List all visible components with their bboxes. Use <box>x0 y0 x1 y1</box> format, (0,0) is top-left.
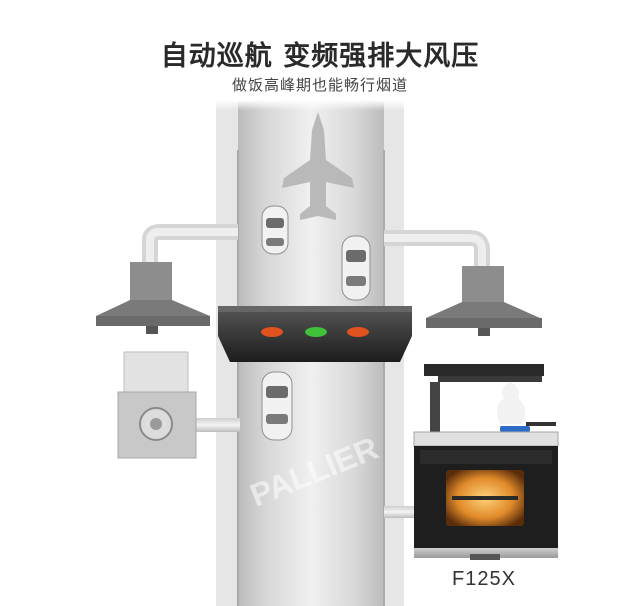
product-model: F125X <box>452 568 516 590</box>
left-duct <box>142 224 238 262</box>
right-range-hood <box>426 266 542 336</box>
headline: 自动巡航 变频强排大风压 <box>160 41 480 72</box>
car-bottom <box>261 371 293 441</box>
jet-airplane <box>282 112 354 220</box>
integrated-stove <box>413 364 559 560</box>
indicator-light-left <box>261 327 283 337</box>
right-duct <box>384 230 490 268</box>
indicator-light-middle <box>305 327 327 337</box>
indicator-light-right <box>347 327 369 337</box>
car-top-right <box>341 235 371 301</box>
lower-duct <box>196 418 414 518</box>
steam <box>496 382 526 424</box>
central-range-hood <box>218 306 412 362</box>
left-range-hood <box>96 262 210 334</box>
subheadline: 做饭高峰期也能畅行烟道 <box>231 76 408 94</box>
car-top-left <box>261 205 289 255</box>
fan-unit <box>117 351 197 459</box>
